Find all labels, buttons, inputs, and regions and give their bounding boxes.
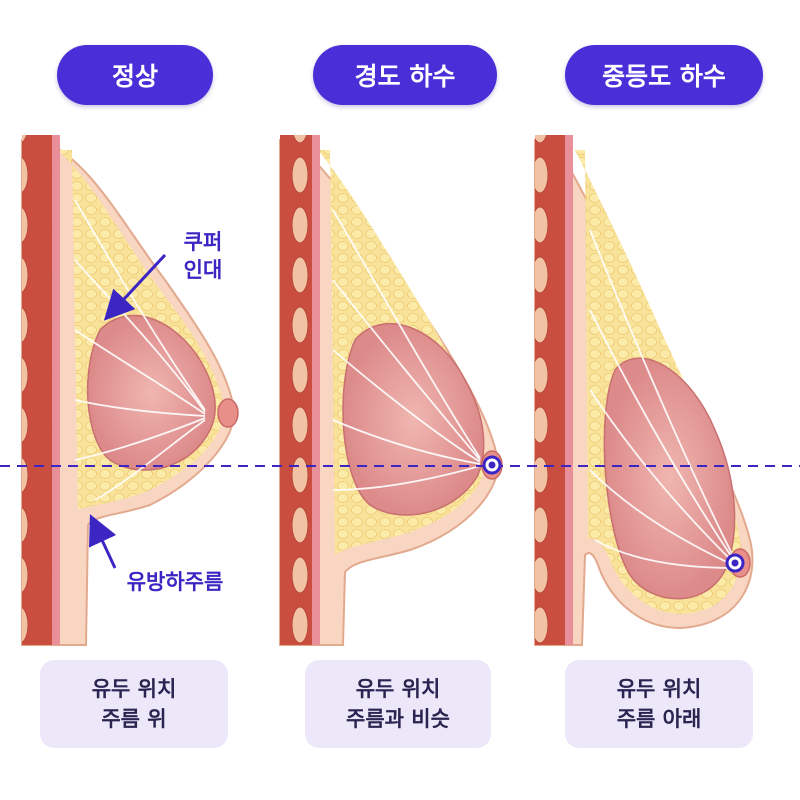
chest-wall-muscle — [535, 135, 565, 645]
inframammary-fold-arrow — [88, 514, 117, 569]
caption-line1: 유두 위치 — [91, 677, 177, 701]
stage-moderate-ptosis-title: 중등도 하수 — [565, 45, 763, 105]
chest-wall-muscle — [280, 135, 312, 645]
caption-line2: 주름과 비슷 — [346, 707, 450, 731]
inframammary-fold-label: 유방하주름 — [126, 570, 224, 594]
cooper-ligament-label: 쿠퍼 인대 — [168, 228, 238, 284]
moderate-ptosis-breast-diagram — [534, 135, 754, 646]
caption-line1: 유두 위치 — [616, 677, 702, 701]
caption-line2: 주름 아래 — [616, 707, 702, 731]
stage-mild-ptosis-caption: 유두 위치 주름과 비슷 — [305, 660, 491, 748]
glandular-tissue — [86, 314, 216, 471]
cooper-ligaments — [589, 229, 736, 569]
cooper-ligament-arrow — [103, 253, 167, 321]
caption-line2: 주름 위 — [101, 707, 167, 731]
stage-normal-title: 정상 — [57, 45, 213, 105]
glandular-tissue — [603, 357, 736, 600]
stage-moderate-ptosis-caption: 유두 위치 주름 아래 — [565, 660, 753, 748]
caption-line1: 유두 위치 — [355, 677, 441, 701]
mild-ptosis-breast-diagram — [279, 135, 503, 646]
normal-breast-diagram — [21, 135, 239, 646]
cooper-ligaments — [332, 209, 481, 491]
cooper-label-line1: 쿠퍼 — [183, 230, 223, 254]
glandular-tissue — [342, 322, 485, 516]
cooper-label-line2: 인대 — [183, 258, 223, 282]
nipple — [217, 398, 239, 428]
stage-mild-ptosis-title: 경도 하수 — [313, 45, 497, 105]
stage-normal-caption: 유두 위치 주름 위 — [40, 660, 228, 748]
chest-wall-muscle — [22, 135, 52, 645]
